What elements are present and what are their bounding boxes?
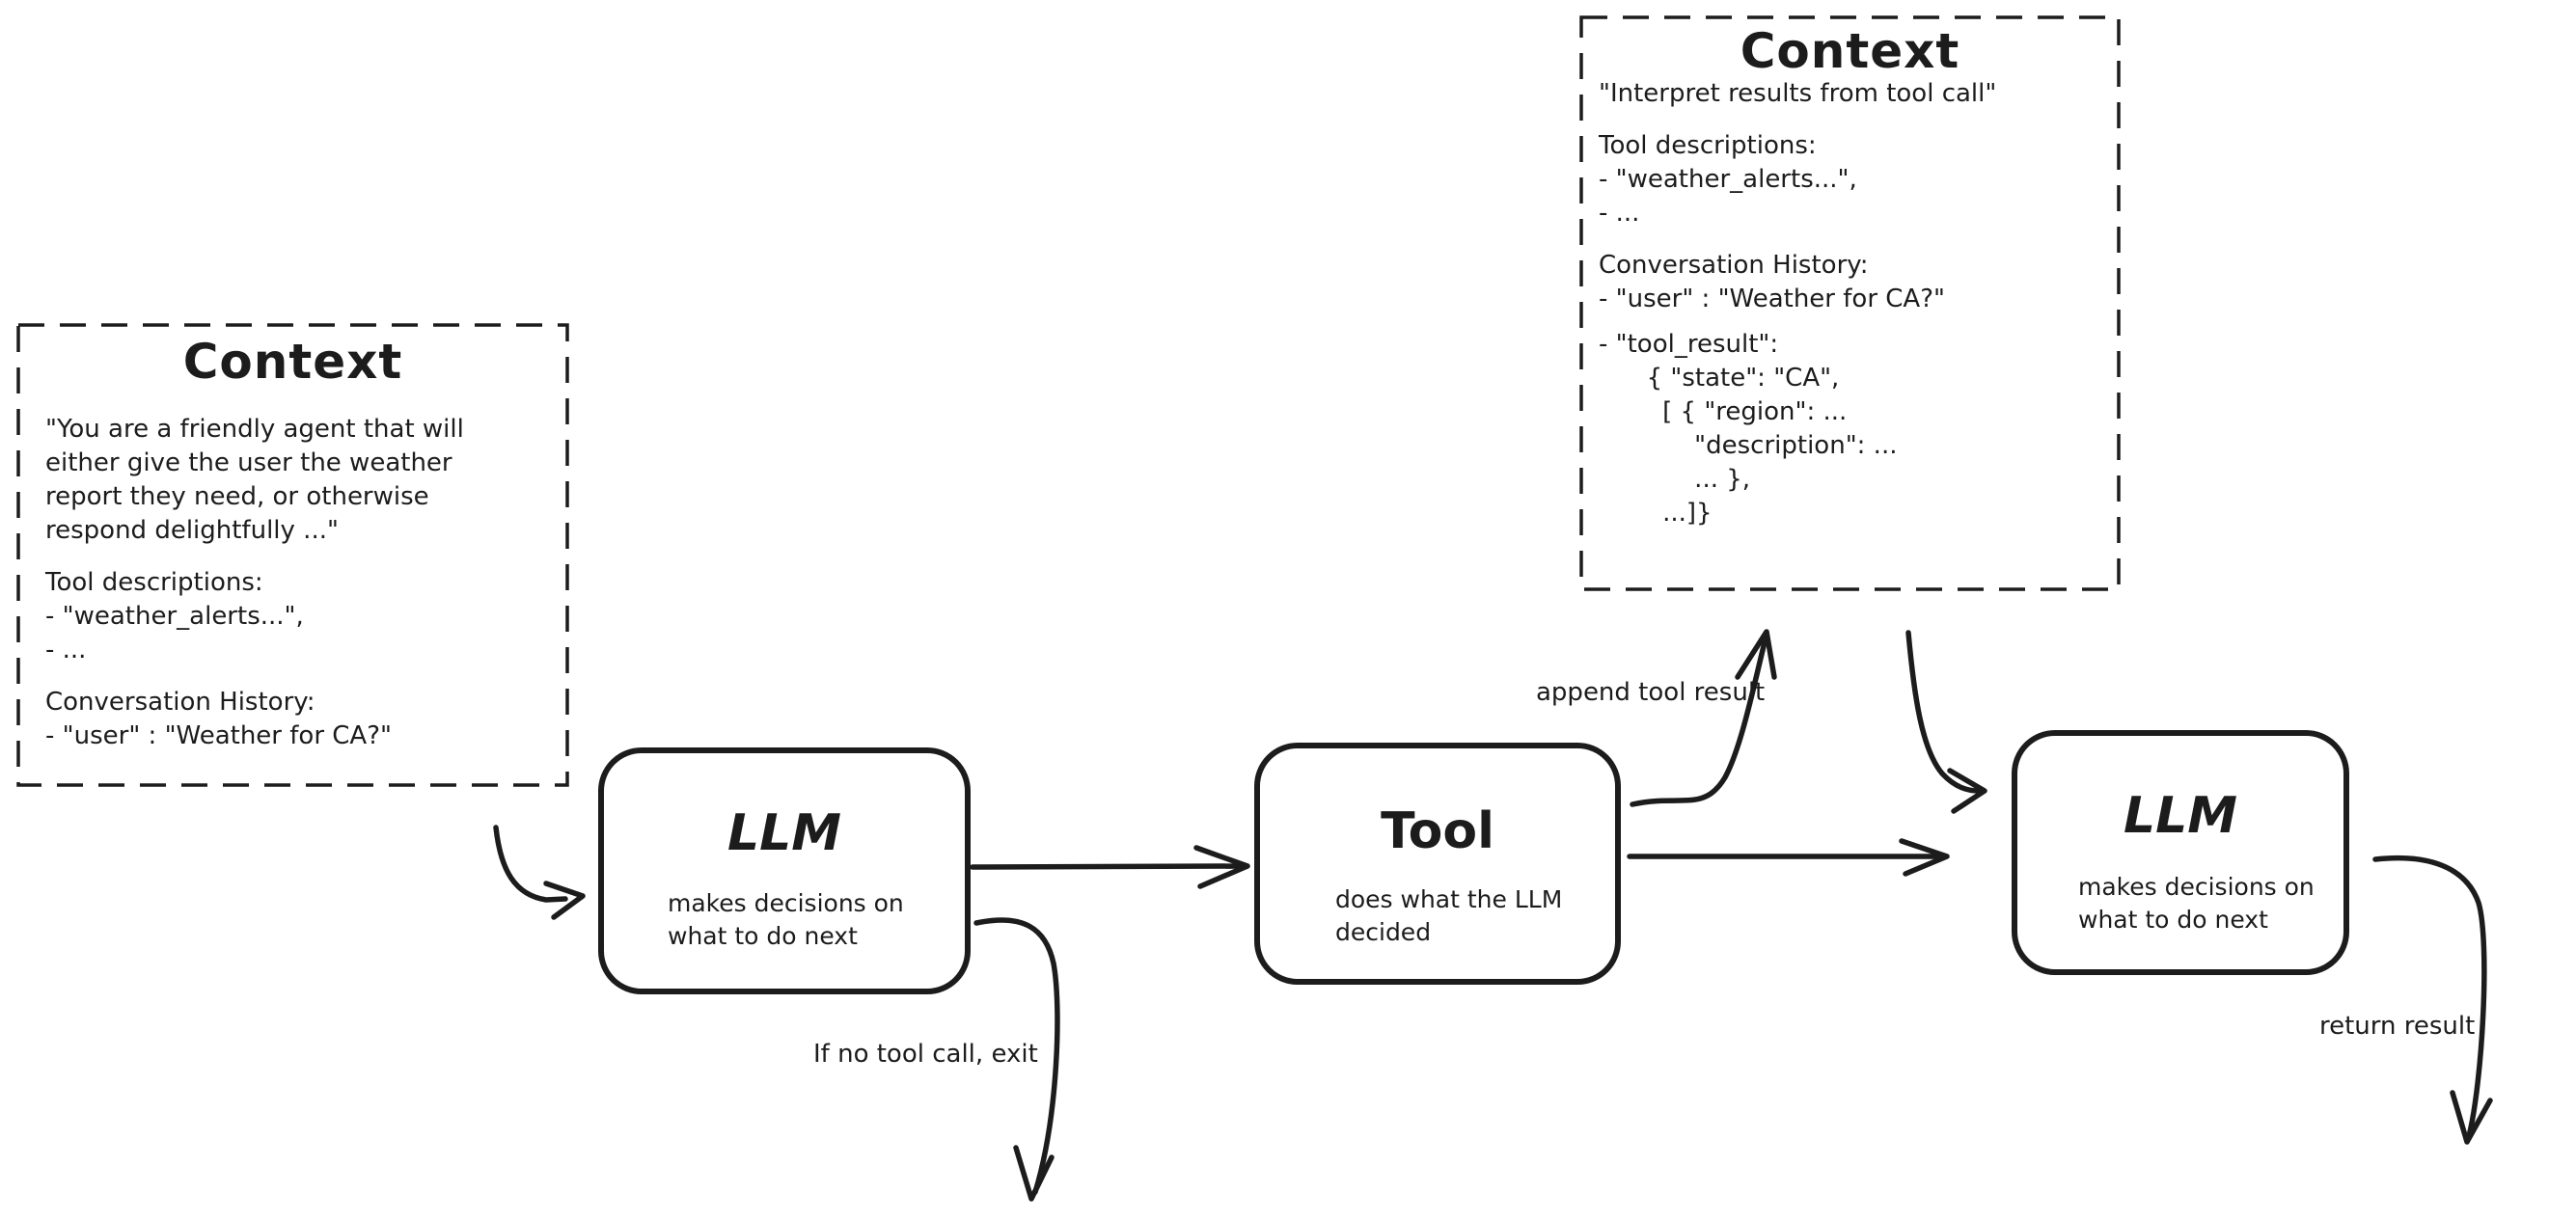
llm-node-2-title: LLM [2123,787,2237,845]
context-box-2-title: Context [1740,23,1960,79]
tool-node-subtitle: does what the LLM decided [1335,885,1563,946]
context-box-2-tool-descriptions: Tool descriptions: - "weather_alerts..."… [1599,131,1857,228]
context-box-1-body: "You are a friendly agent that will eith… [45,413,464,772]
arrow-llm2-return [2372,855,2493,1145]
llm-node-2-border [2012,730,2349,975]
context-box-1-title: Context [182,334,403,390]
context-box-1-tool-descriptions: Tool descriptions: - "weather_alerts..."… [45,568,304,665]
edge-label-append-tool-result: append tool result [1536,678,1766,707]
tool-node-title: Tool [1381,802,1494,860]
arrow-llm1-to-tool [970,845,1250,889]
edge-label-if-no-tool-call-exit: If no tool call, exit [813,1040,1038,1069]
arrow-tool-to-llm2 [1627,838,1950,877]
context-box-2-border [1579,15,2121,591]
context-box-2-tool-result: - "tool_result": { "state": "CA", [ { "r… [1599,330,1898,528]
llm-node-2-subtitle: makes decisions on what to do next [2078,873,2315,934]
arrow-context1-to-llm1 [493,825,586,920]
arrow-llm1-exit [973,917,1060,1202]
llm-node-1-border [598,747,971,994]
context-box-1-system-prompt: "You are a friendly agent that will eith… [45,415,464,545]
arrow-context2-to-llm2 [1905,630,1987,814]
arrow-tool-to-context2 [1630,629,1777,807]
context-box-2-conversation-history: Conversation History: - "user" : "Weathe… [1599,251,1945,313]
context-box-1-conversation-history: Conversation History: - "user" : "Weathe… [45,688,392,750]
llm-node-1-subtitle: makes decisions on what to do next [668,889,904,950]
context-box-1-border [16,323,569,787]
edge-label-return-result: return result [2319,1012,2476,1041]
context-box-2-body: "Interpret results from tool call" Tool … [1599,77,1996,549]
tool-node-border [1254,743,1621,985]
context-box-2-instruction: "Interpret results from tool call" [1599,79,1997,108]
llm-node-1-title: LLM [726,804,841,862]
